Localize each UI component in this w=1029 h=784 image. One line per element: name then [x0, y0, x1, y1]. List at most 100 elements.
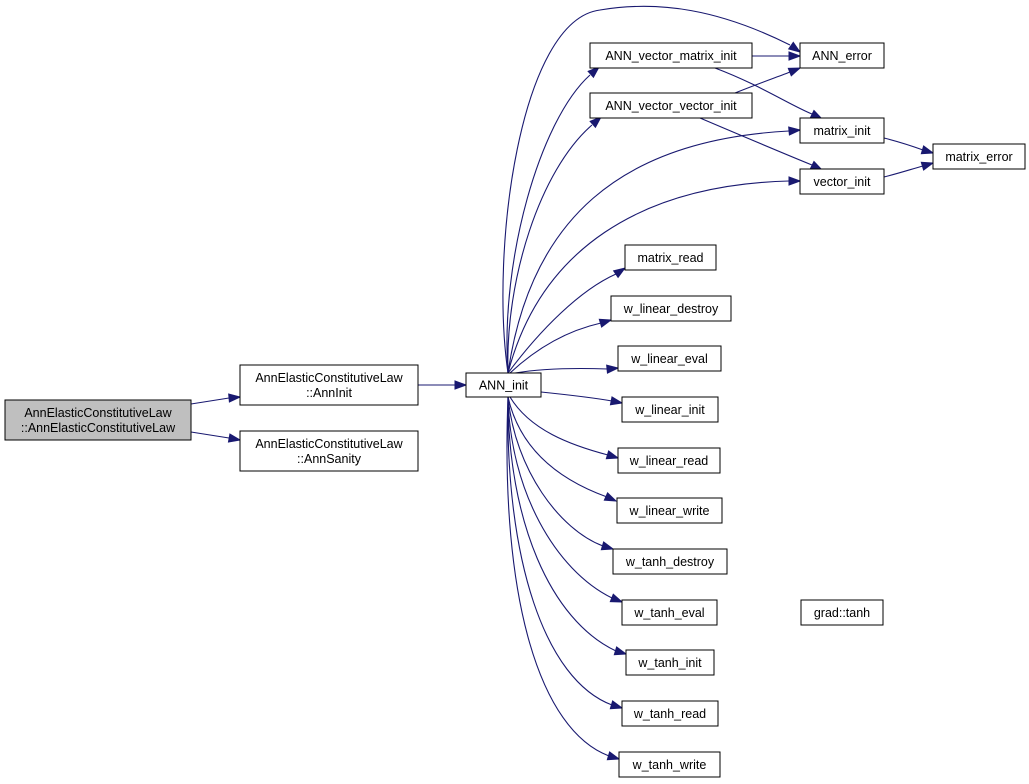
node-label: ::AnnElasticConstitutiveLaw [21, 421, 176, 435]
node-label: w_tanh_write [632, 758, 707, 772]
nodes-layer: AnnElasticConstitutiveLaw::AnnElasticCon… [4, 42, 1026, 778]
node-label: vector_init [814, 175, 871, 189]
node-label: w_tanh_read [633, 707, 706, 721]
edge-line [734, 71, 791, 94]
node-ann-error[interactable]: ANN_error [799, 42, 885, 69]
edge-arrowhead [613, 646, 628, 656]
edge-line [540, 391, 613, 402]
node-box [610, 295, 732, 322]
node-ann-init[interactable]: ANN_init [465, 372, 542, 398]
node-gradtanh[interactable]: grad::tanh [800, 599, 884, 626]
node-wti[interactable]: w_tanh_init [625, 649, 715, 676]
edge-line [502, 5, 791, 374]
edge-ann_init-to-wli [540, 391, 624, 406]
edge-arrowhead [605, 450, 620, 460]
edge-arrowhead [609, 700, 624, 710]
node-box [625, 649, 715, 676]
edge-matrix_init-to-matrix_error [883, 137, 935, 155]
node-label: w_tanh_eval [633, 606, 704, 620]
edge-ann_init-to-vmi [506, 66, 601, 374]
edge-arrowhead [598, 318, 613, 328]
edge-arrowhead [454, 380, 468, 390]
node-vector-init[interactable]: vector_init [799, 168, 885, 195]
edge-arrowhead [787, 67, 802, 77]
node-box [624, 244, 717, 271]
edge-ann_init-to-matrix_init [507, 126, 802, 374]
node-matrix-error[interactable]: matrix_error [932, 143, 1026, 170]
node-box [799, 42, 885, 69]
edge-arrowhead [920, 161, 935, 171]
node-label: w_tanh_destroy [625, 555, 715, 569]
edge-vector_init-to-matrix_error [883, 161, 935, 178]
edge-line [507, 396, 617, 652]
node-wlw[interactable]: w_linear_write [616, 497, 723, 524]
node-matrix-init[interactable]: matrix_init [799, 117, 885, 144]
node-wtd[interactable]: w_tanh_destroy [612, 548, 728, 575]
edge-arrowhead [609, 593, 624, 603]
node-matrix-read[interactable]: matrix_read [624, 244, 717, 271]
edge-arrowhead [788, 51, 802, 61]
edge-vvi-to-ann_error [734, 67, 802, 94]
node-label: w_linear_eval [630, 352, 707, 366]
edge-ann_init-to-wtd [507, 396, 615, 551]
node-label: ANN_init [479, 379, 529, 393]
node-wli[interactable]: w_linear_init [621, 396, 719, 423]
node-label: AnnElasticConstitutiveLaw [255, 371, 403, 385]
edge-arrowhead [787, 41, 802, 53]
edge-arrowhead [788, 126, 802, 136]
edge-root-to-anninit [190, 393, 242, 405]
edge-ann_init-to-ann_error [502, 5, 802, 374]
node-label: ANN_error [812, 49, 872, 63]
node-wtr[interactable]: w_tanh_read [621, 700, 719, 727]
node-box [617, 447, 721, 474]
node-label: matrix_error [945, 150, 1012, 164]
edge-line [507, 396, 604, 547]
edge-ann_init-to-wlr [509, 396, 620, 460]
edge-ann_init-to-wlw [507, 396, 618, 502]
edge-line [507, 273, 617, 374]
edge-line [507, 124, 593, 374]
node-box [932, 143, 1026, 170]
node-label: ::AnnSanity [297, 452, 362, 466]
node-box [4, 399, 192, 441]
edge-ann_init-to-vector_init [507, 176, 802, 374]
edge-line [507, 180, 790, 374]
edge-line [699, 117, 813, 166]
node-box [618, 751, 721, 778]
edge-arrowhead [609, 396, 624, 406]
edge-line [883, 137, 924, 151]
node-vmi[interactable]: ANN_vector_matrix_init [589, 42, 753, 69]
node-wte[interactable]: w_tanh_eval [621, 599, 718, 626]
edge-ann_init-to-wtw [506, 396, 621, 761]
edge-arrowhead [920, 145, 935, 155]
edge-line [514, 367, 609, 374]
node-box [799, 117, 885, 144]
edge-line [507, 130, 790, 374]
node-label: AnnElasticConstitutiveLaw [24, 406, 172, 420]
edge-line [507, 396, 613, 706]
edge-root-to-annsanity [190, 431, 242, 443]
node-wlr[interactable]: w_linear_read [617, 447, 721, 474]
node-anninit[interactable]: AnnElasticConstitutiveLaw::AnnInit [239, 364, 419, 406]
node-label: ANN_vector_matrix_init [605, 49, 737, 63]
edge-line [507, 396, 613, 599]
node-wld[interactable]: w_linear_destroy [610, 295, 732, 322]
edge-arrowhead [600, 541, 615, 551]
edge-ann_init-to-vvi [507, 116, 603, 374]
node-wtw[interactable]: w_tanh_write [618, 751, 721, 778]
node-label: matrix_read [638, 251, 704, 265]
node-root[interactable]: AnnElasticConstitutiveLaw::AnnElasticCon… [4, 399, 192, 441]
node-box [589, 42, 753, 69]
edge-ann_init-to-matrix_read [507, 267, 627, 374]
node-annsanity[interactable]: AnnElasticConstitutiveLaw::AnnSanity [239, 430, 419, 472]
node-vvi[interactable]: ANN_vector_vector_init [589, 92, 753, 119]
node-wle[interactable]: w_linear_eval [617, 345, 722, 372]
node-box [239, 364, 419, 406]
edge-arrowhead [589, 116, 603, 129]
edge-anninit-to-ann_init [418, 380, 468, 390]
edge-line [190, 431, 230, 439]
node-label: AnnElasticConstitutiveLaw [255, 437, 403, 451]
edge-line [509, 322, 602, 374]
edge-arrowhead [788, 176, 802, 186]
